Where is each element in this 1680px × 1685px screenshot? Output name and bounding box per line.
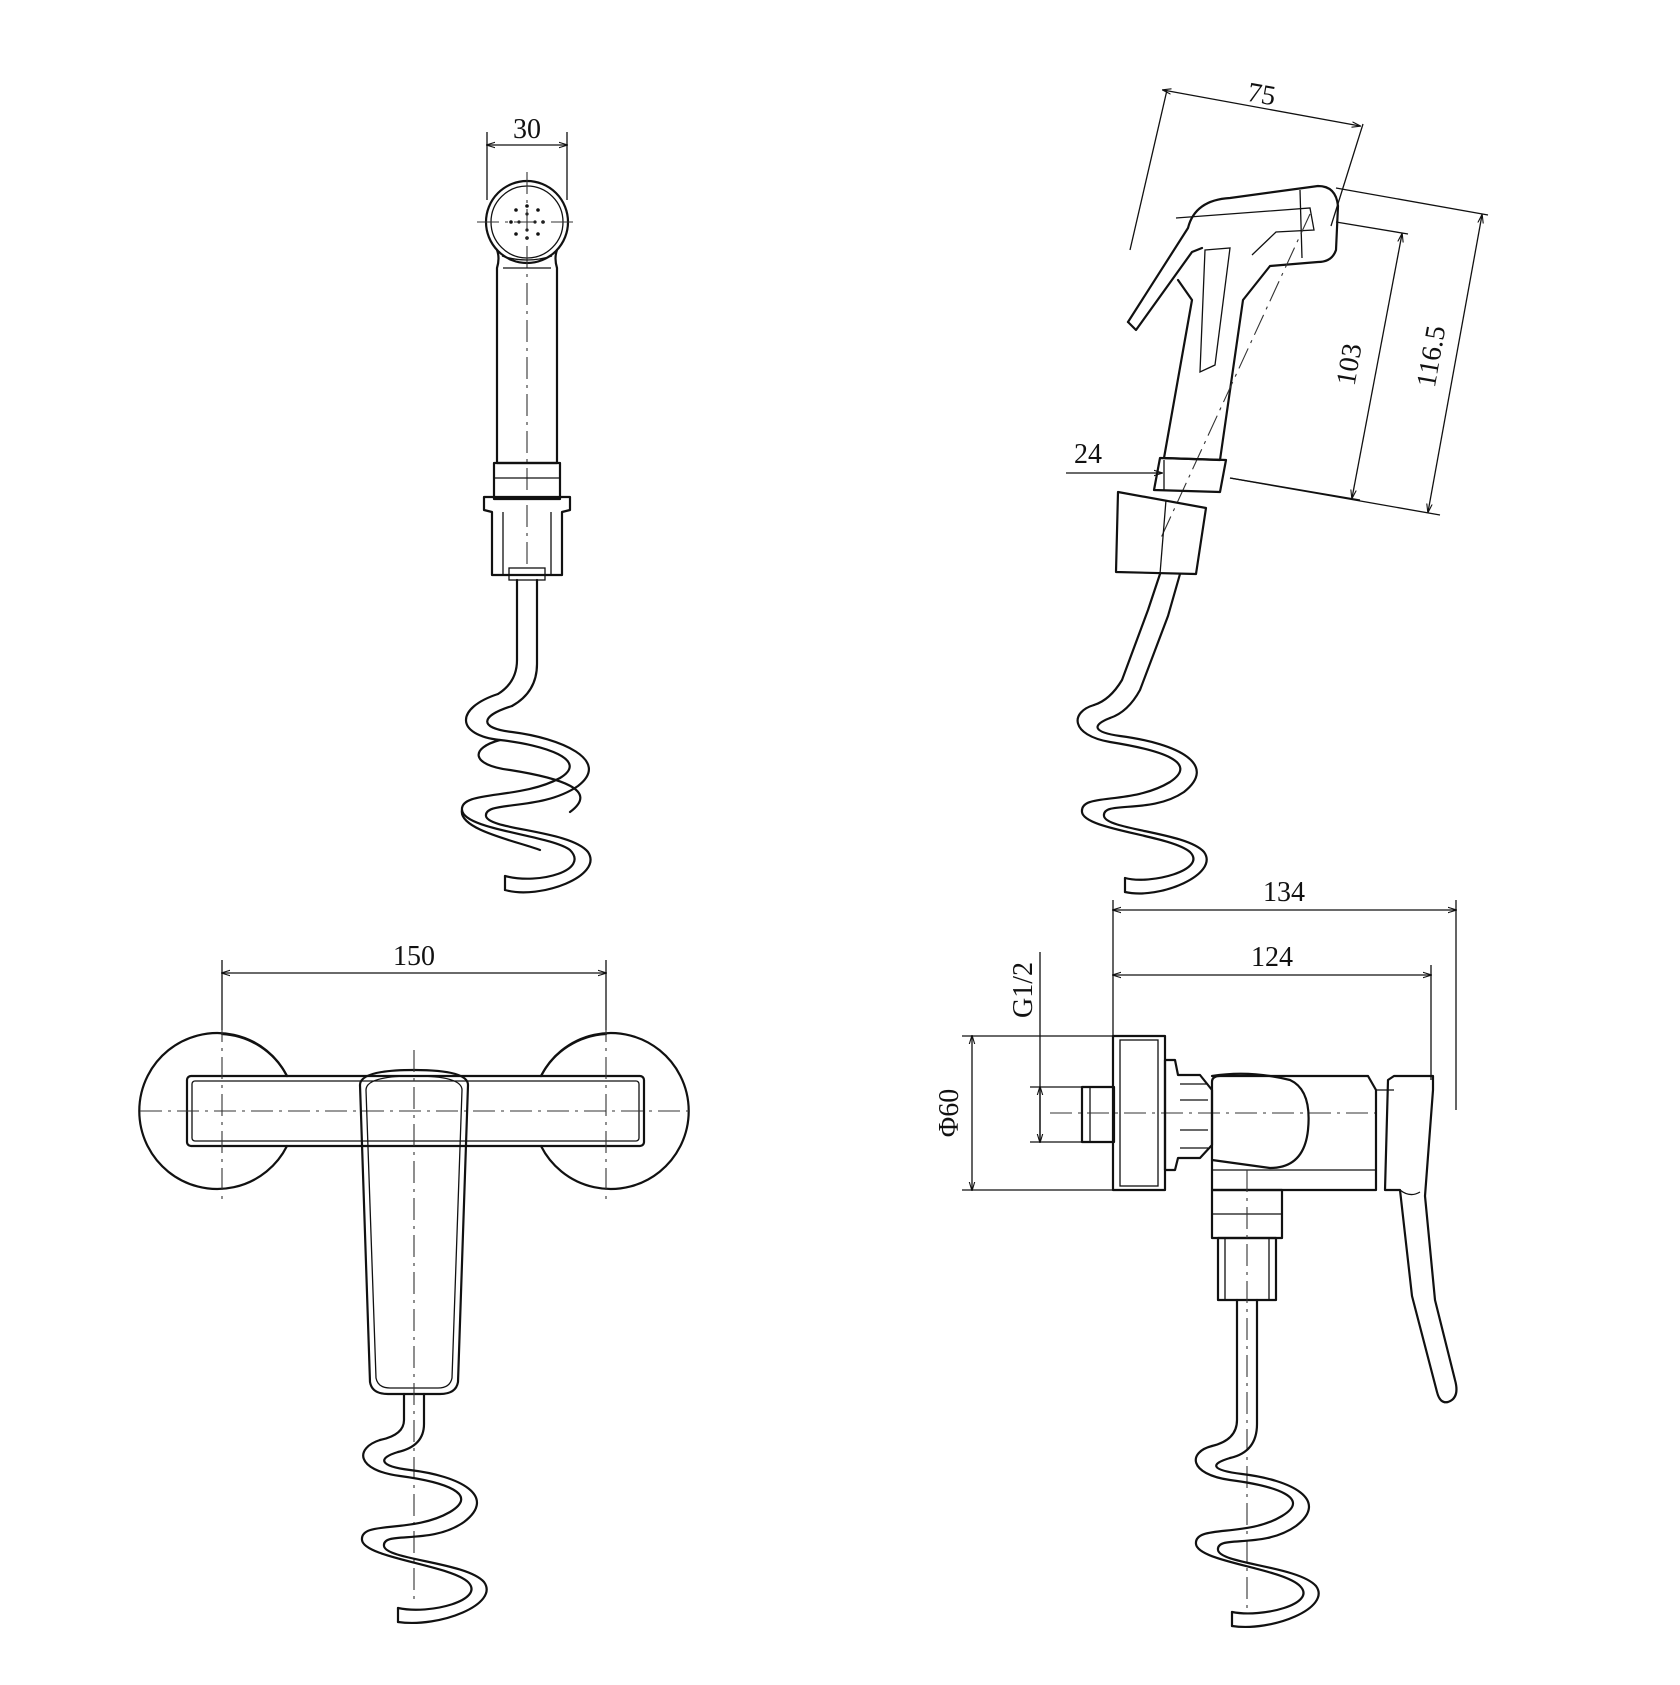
sprayer-front-view: 30 xyxy=(460,114,592,894)
sprayer-bracket xyxy=(482,495,572,577)
side-view-hose-left xyxy=(1210,1298,1239,1448)
dim-phi60-label: Φ60 xyxy=(934,1089,965,1137)
side-view-hose-right xyxy=(1228,1298,1259,1460)
dim-75-label: 75 xyxy=(1245,77,1278,112)
mixer-side-view: 134 124 Φ60 G1/2 xyxy=(934,877,1458,1628)
dimension-24: 24 xyxy=(1066,439,1165,490)
coiled-hose xyxy=(460,692,592,894)
side-hose-left xyxy=(1092,572,1162,707)
threaded-inlet xyxy=(1080,1085,1116,1144)
side-hose-right xyxy=(1108,572,1182,720)
sprayer-trigger-edge xyxy=(1126,246,1204,332)
sprayer-side-bracket xyxy=(1114,490,1208,576)
lever-side xyxy=(1383,1074,1458,1404)
dimension-134: 134 xyxy=(1113,877,1456,1110)
dim-103-label: 103 xyxy=(1331,341,1369,388)
sprayer-trigger xyxy=(1199,247,1231,374)
hose-adapter xyxy=(1216,1236,1278,1302)
dimension-75: 75 xyxy=(1129,77,1364,251)
connection-nut xyxy=(1163,1058,1214,1172)
hose-left-edge xyxy=(496,578,519,696)
valve-dome xyxy=(1210,1072,1310,1170)
sprayer-side-collar xyxy=(1152,456,1228,494)
dimension-phi60: Φ60 xyxy=(934,1036,1113,1190)
mixer-lever-handle xyxy=(358,1068,470,1396)
dim-150-label: 150 xyxy=(393,941,435,972)
sprayer-body xyxy=(1126,184,1340,462)
hose-right-edge xyxy=(510,578,539,708)
dimension-150: 150 xyxy=(222,941,606,1030)
dim-116-5-label: 116.5 xyxy=(1411,323,1452,389)
dimension-124: 124 xyxy=(1113,942,1431,1080)
dim-30-label: 30 xyxy=(513,114,541,145)
front-coiled-hose xyxy=(360,1438,488,1624)
front-hose-right xyxy=(396,1392,426,1454)
dimension-103: 103 xyxy=(1229,221,1409,501)
handle-collar xyxy=(492,461,562,501)
front-hose-left xyxy=(378,1392,406,1442)
dim-24-label: 24 xyxy=(1074,439,1102,470)
dim-g12-label: G1/2 xyxy=(1008,962,1039,1018)
side-view-coiled-hose xyxy=(1194,1444,1320,1628)
side-coiled-hose xyxy=(1076,703,1208,895)
dim-124-label: 124 xyxy=(1251,942,1293,973)
dimension-30: 30 xyxy=(487,114,567,200)
valve-body-side xyxy=(1210,1074,1378,1192)
dim-134-label: 134 xyxy=(1263,877,1305,908)
mixer-front-view: 150 xyxy=(138,941,690,1624)
sprayer-side-view: 75 116.5 103 24 xyxy=(1066,77,1489,895)
spray-nozzle-holes xyxy=(509,204,545,240)
dimension-g12: G1/2 xyxy=(1008,952,1082,1142)
